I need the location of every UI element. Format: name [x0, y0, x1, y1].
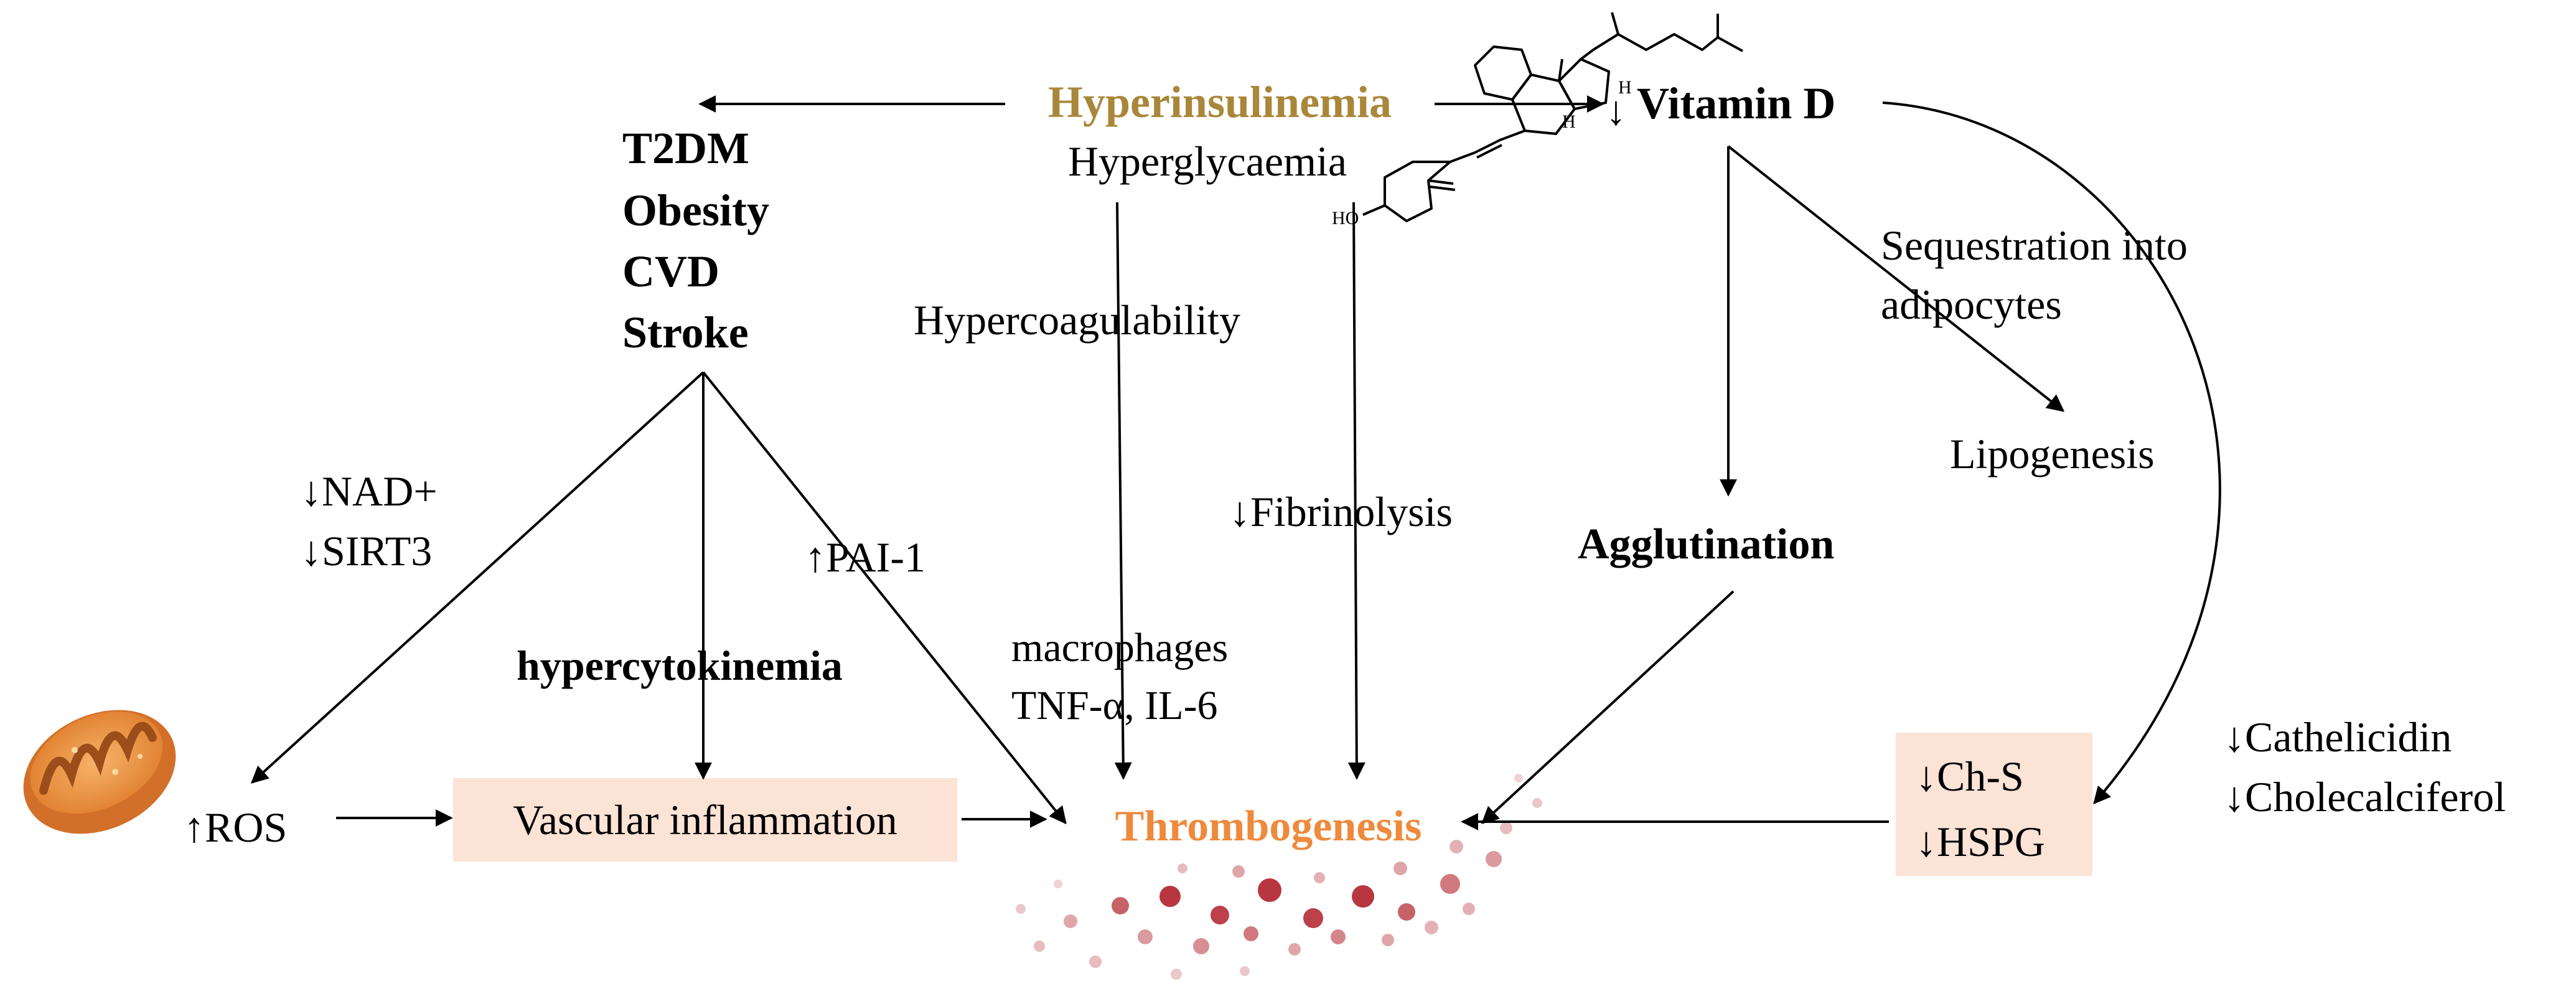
- vascular-inflammation-label: Vascular inflammation: [513, 796, 897, 843]
- macrophages-label-line2: TNF-α, IL-6: [1011, 683, 1218, 728]
- hspg-label: ↓HSPG: [1916, 818, 2045, 865]
- arrow-hyperglycaemia-to-thrombogenesis-2: [1347, 202, 1365, 780]
- thrombogenesis-label: Thrombogenesis: [1115, 802, 1422, 850]
- arrow-agglutination-to-thrombogenesis: [1481, 590, 1735, 824]
- hypercoagulability-label: Hypercoagulability: [914, 296, 1240, 344]
- arrow-diseases-to-thrombogenesis: [702, 371, 1067, 825]
- arrows: [250, 95, 2221, 830]
- disease-obesity: Obesity: [622, 186, 769, 235]
- molecule-atom-h2: H: [1618, 77, 1632, 98]
- cholecalciferol-label: ↓Cholecalciferol: [2224, 773, 2506, 820]
- disease-cvd: CVD: [622, 247, 719, 296]
- vitamin-d-label: Vitamin D: [1637, 78, 1835, 128]
- disease-t2dm: T2DM: [622, 123, 749, 173]
- vitamin-d-molecule-icon: [1362, 12, 1743, 222]
- hyperinsulinemia-label: Hyperinsulinemia: [1048, 77, 1392, 127]
- molecule-atom-h1: H: [1562, 111, 1576, 132]
- arrow-vitamin-d-to-lipogenesis: [1727, 145, 2065, 412]
- sequestration-label-line1: Sequestration into: [1881, 222, 2188, 269]
- nad-label: ↓NAD+: [301, 467, 438, 515]
- agglutination-label: Agglutination: [1578, 520, 1834, 568]
- lipogenesis-label: Lipogenesis: [1950, 430, 2155, 477]
- sequestration-label-line2: adipocytes: [1881, 281, 2062, 328]
- chs-label: ↓Ch-S: [1916, 753, 2024, 800]
- vascular-inflammation-box: [453, 778, 957, 862]
- ros-label: ↑ROS: [184, 804, 287, 851]
- vitamin-d-arrow: ↓: [1606, 88, 1626, 134]
- disease-stroke: Stroke: [622, 308, 749, 357]
- chs-hspg-box: [1896, 733, 2092, 876]
- sirt3-label: ↓SIRT3: [301, 527, 432, 575]
- macrophages-label-line1: macrophages: [1011, 625, 1228, 670]
- fibrinolysis-label: ↓Fibrinolysis: [1229, 488, 1453, 535]
- pai1-label: ↑PAI-1: [805, 533, 925, 581]
- mitochondrion-icon: [23, 710, 176, 834]
- hyperglycaemia-label: Hyperglycaemia: [1068, 138, 1347, 185]
- hypercytokinemia-label: hypercytokinemia: [517, 642, 843, 689]
- blood-clot-icon: [1016, 774, 1542, 980]
- arrow-hyperglycaemia-to-thrombogenesis-1: [1114, 202, 1132, 780]
- arrow-diseases-to-ros: [250, 371, 705, 784]
- cathelicidin-label: ↓Cathelicidin: [2224, 713, 2452, 761]
- arrow-vitamin-d-to-chs-hspg: [1882, 101, 2221, 805]
